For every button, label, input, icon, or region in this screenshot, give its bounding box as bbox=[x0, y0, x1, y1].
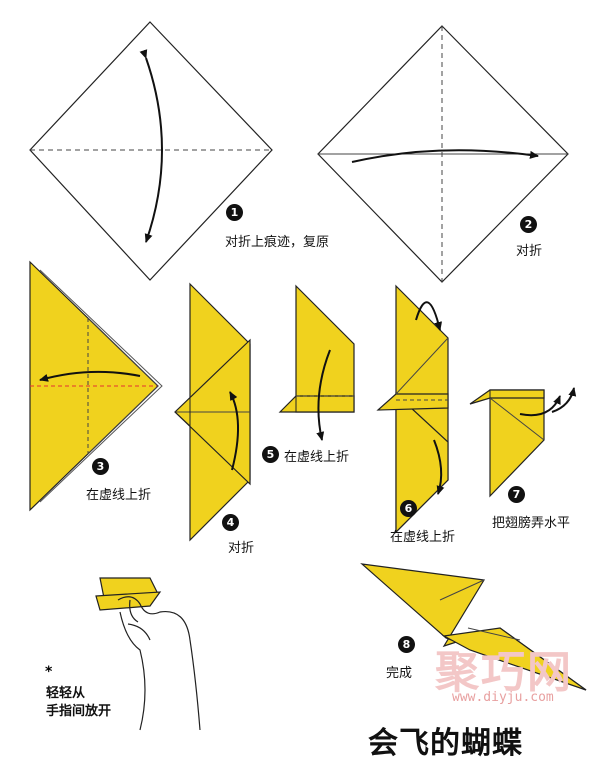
fold-arrow bbox=[229, 391, 239, 471]
fold-arrow bbox=[316, 349, 331, 441]
step4-label: 对折 bbox=[228, 541, 255, 556]
tip-mark: * bbox=[45, 664, 53, 680]
step3-label: 在虚线上折 bbox=[86, 488, 152, 503]
step1-label: 对折上痕迹，复原 bbox=[225, 235, 330, 250]
fold-arrow bbox=[551, 387, 577, 413]
fold-arrow bbox=[39, 370, 141, 382]
step7-number: 7 bbox=[508, 486, 525, 503]
step4-number: 4 bbox=[222, 514, 239, 531]
step8-diagram bbox=[360, 563, 587, 691]
step7-label: 把翅膀弄水平 bbox=[492, 516, 571, 531]
step3-number: 3 bbox=[92, 458, 109, 475]
fold-arrow bbox=[519, 395, 561, 417]
step4-diagram bbox=[174, 282, 251, 542]
step2-diagram bbox=[317, 25, 569, 283]
step5-label: 在虚线上折 bbox=[284, 450, 350, 465]
step7-diagram bbox=[469, 387, 577, 498]
step2-label: 对折 bbox=[516, 244, 543, 259]
step5-diagram bbox=[278, 284, 355, 441]
step3-diagram bbox=[29, 260, 163, 512]
step5-number: 5 bbox=[262, 446, 279, 463]
step8-label: 完成 bbox=[386, 666, 413, 681]
fold-arrow bbox=[139, 49, 163, 243]
page-title: 会飞的蝴蝶 bbox=[368, 726, 523, 761]
fold-arrow bbox=[415, 301, 443, 331]
step2-number: 2 bbox=[520, 216, 537, 233]
step6-label: 在虚线上折 bbox=[390, 530, 456, 545]
step1-diagram bbox=[29, 21, 273, 281]
fold-arrow bbox=[433, 439, 445, 495]
tip-line-1: 轻轻从 bbox=[46, 686, 86, 701]
hand-illustration bbox=[95, 577, 201, 731]
watermark-url: www.diyju.com bbox=[452, 690, 554, 705]
watermark-logo: 聚巧网 bbox=[435, 647, 573, 698]
step1-number: 1 bbox=[226, 204, 243, 221]
step6-number: 6 bbox=[400, 500, 417, 517]
step6-diagram bbox=[376, 284, 449, 534]
tip-line-2: 手指间放开 bbox=[46, 704, 112, 719]
fold-arrow bbox=[351, 149, 539, 163]
step8-number: 8 bbox=[398, 636, 415, 653]
